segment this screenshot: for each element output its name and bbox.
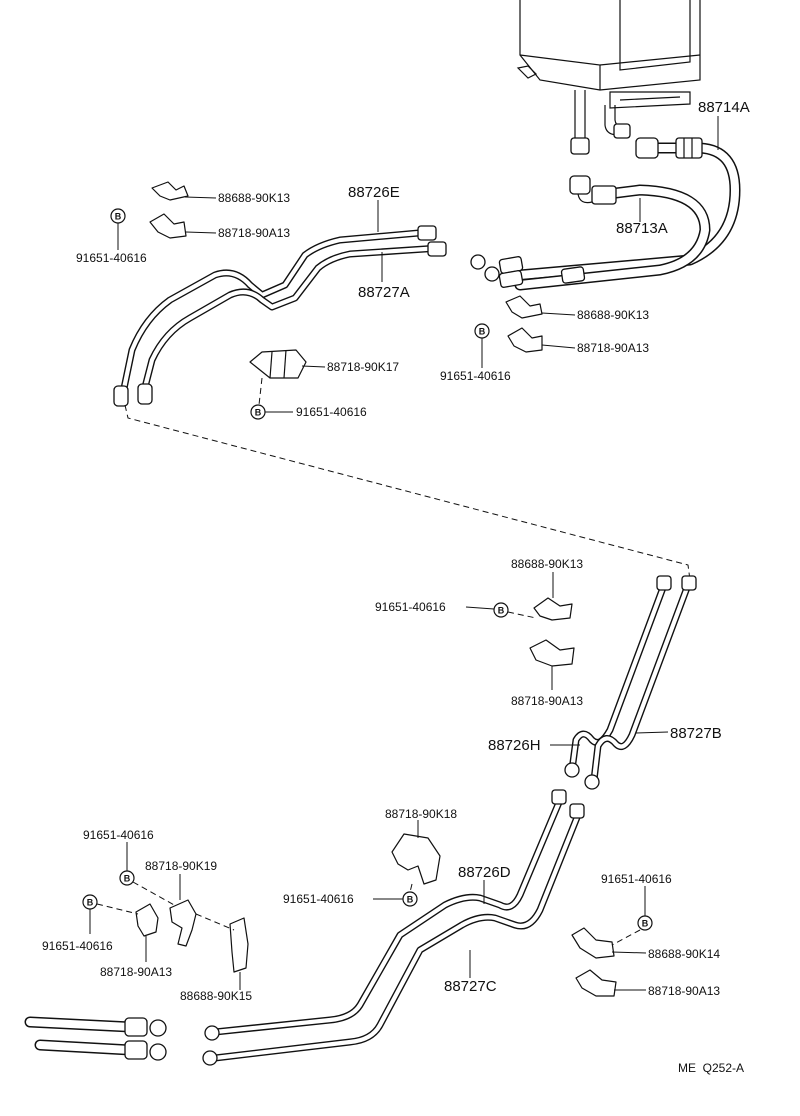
clamp-88718-90a13-middle [529, 639, 575, 667]
svg-text:B: B [642, 919, 649, 929]
bracket-88718-90k19 [169, 899, 197, 947]
clamp-88688-90k13-right [505, 295, 543, 319]
pipe-88727c [211, 811, 582, 1062]
clamp-88718-90a13-upper [149, 213, 187, 239]
svg-text:B: B [87, 898, 94, 908]
hose-end-fittings [470, 254, 586, 288]
hose-88713a [514, 175, 711, 291]
leader-lines [89, 116, 719, 991]
cooling-unit-body [516, 0, 701, 155]
label-88727c: 88727C [444, 978, 497, 995]
label-91651-40616-middle: 91651-40616 [375, 600, 446, 614]
label-88688-90k13-middle: 88688-90K13 [511, 557, 583, 571]
label-88718-90a13-lower-right: 88718-90A13 [648, 984, 720, 998]
label-91651-40616-lower-left: 91651-40616 [42, 939, 113, 953]
label-91651-40616-upper-left: 91651-40616 [76, 251, 147, 265]
label-88718-90a13-lower-left: 88718-90A13 [100, 965, 172, 979]
label-88718-90a13-right: 88718-90A13 [577, 341, 649, 355]
label-88718-90k19: 88718-90K19 [145, 859, 217, 873]
pipe-88726d [211, 796, 564, 1036]
label-91651-40616-k17: 91651-40616 [296, 405, 367, 419]
clamp-88718-90k17 [249, 349, 307, 379]
hose-88714a [514, 137, 741, 281]
label-88688-90k15: 88688-90K15 [180, 989, 252, 1003]
pipe-88727b [590, 581, 692, 784]
svg-text:B: B [115, 212, 122, 222]
part-labels: 88688-90K13 88718-90A13 91651-40616 8872… [42, 99, 750, 1075]
clamp-88718-90k18 [391, 833, 441, 885]
bolt-symbol-lower-left: B [82, 894, 98, 910]
label-91651-40616-right: 91651-40616 [440, 369, 511, 383]
pipe-88727a [139, 244, 444, 399]
clamp-88718-90a13-lower-right [575, 969, 617, 997]
bolt-symbol-middle: B [493, 602, 509, 618]
bolt-symbol-upper-left: B [110, 208, 126, 224]
bolt-symbol-k17: B [250, 404, 266, 420]
lower-pipe-end-fittings [202, 789, 585, 1066]
label-88727b: 88727B [670, 725, 722, 742]
label-88726e: 88726E [348, 184, 400, 201]
connection-dashed-line [124, 404, 691, 581]
label-88718-90k17: 88718-90K17 [327, 360, 399, 374]
label-88718-90k18: 88718-90K18 [385, 807, 457, 821]
svg-text:B: B [124, 874, 131, 884]
middle-pipe-end-fittings [564, 575, 697, 790]
lower-left-hoses [24, 1016, 167, 1061]
label-91651-40616-lower-right: 91651-40616 [601, 872, 672, 886]
bolt-symbol-lower-right: B [637, 915, 653, 931]
svg-text:B: B [479, 327, 486, 337]
label-88726h: 88726H [488, 737, 541, 754]
bolt-symbol-k19: B [119, 870, 135, 886]
label-88688-90k13-upper: 88688-90K13 [218, 191, 290, 205]
clamp-88688-90k14 [571, 927, 615, 959]
bolt-symbol-upper-right: B [474, 323, 490, 339]
bracket-88688-90k15 [229, 917, 249, 973]
label-88688-90k14: 88688-90K14 [648, 947, 720, 961]
clamp-88688-90k13-upper [151, 181, 189, 201]
clamp-88718-90a13-lower-left [135, 903, 159, 937]
bolt-symbol-k18: B [402, 891, 418, 907]
svg-text:B: B [407, 895, 414, 905]
pipe-88726e [118, 228, 434, 402]
clamp-88718-90a13-right [507, 327, 543, 353]
label-91651-40616-lower-left-top: 91651-40616 [83, 828, 154, 842]
label-88714a: 88714A [698, 99, 750, 116]
label-88727a: 88727A [358, 284, 410, 301]
label-91651-40616-k18: 91651-40616 [283, 892, 354, 906]
label-88718-90a13-middle: 88718-90A13 [511, 694, 583, 708]
label-88726d: 88726D [458, 864, 511, 881]
svg-text:B: B [498, 606, 505, 616]
label-88718-90a13-upper: 88718-90A13 [218, 226, 290, 240]
upper-pipe-end-fittings [113, 225, 447, 407]
label-88713a: 88713A [616, 220, 668, 237]
svg-text:B: B [255, 408, 262, 418]
diagram-code: ME Q252-A [678, 1061, 744, 1075]
clamp-88688-90k13-middle [533, 597, 573, 621]
label-88688-90k13-right: 88688-90K13 [577, 308, 649, 322]
